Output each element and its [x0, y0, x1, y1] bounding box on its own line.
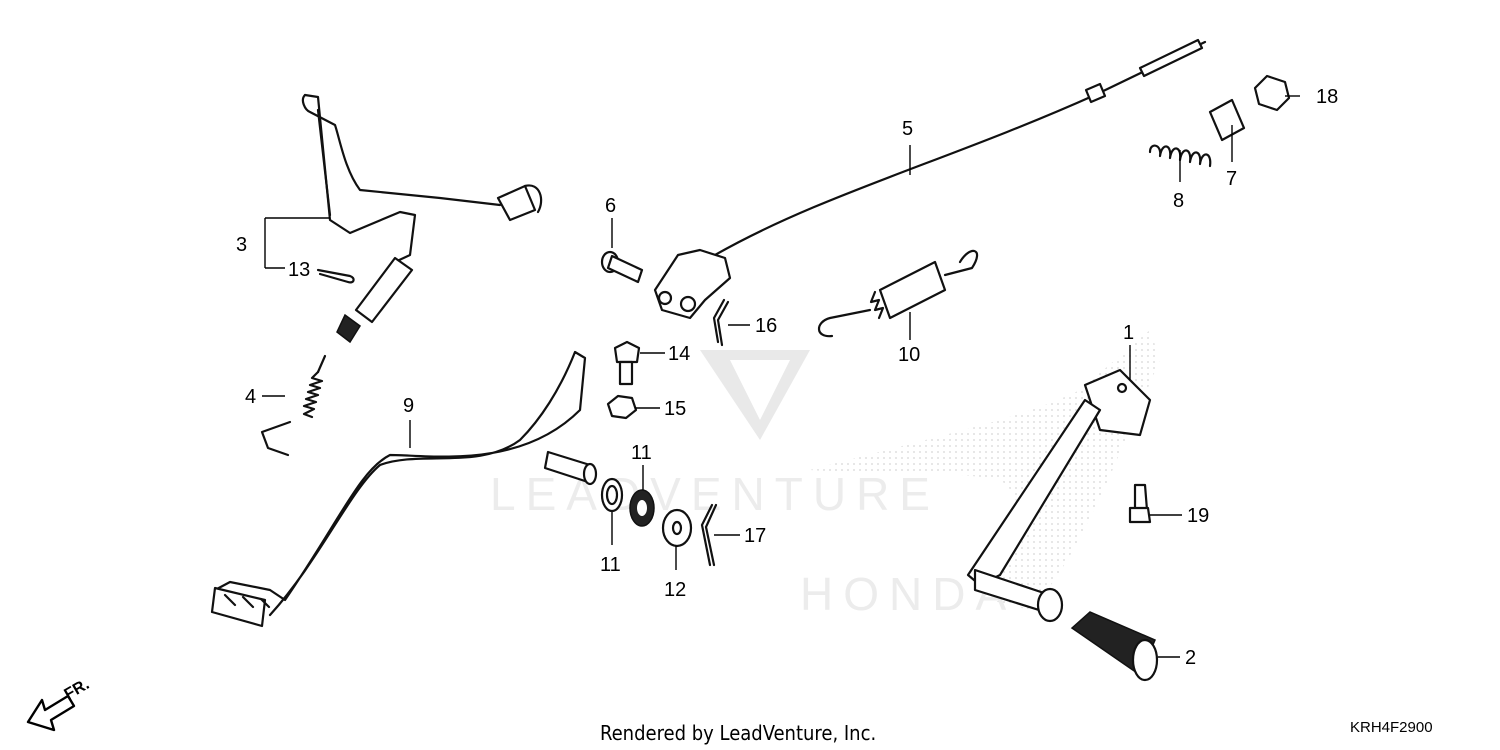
callout-13: 13 [288, 259, 310, 281]
callout-11-top: 11 [631, 442, 652, 464]
part-3-brake-rod [301, 93, 543, 344]
part-5-cable [713, 38, 1207, 257]
callout-3: 3 [236, 234, 247, 256]
part-18-cap-nut [1253, 74, 1291, 112]
part-9-brake-pedal [210, 350, 598, 628]
part-12-washer [661, 508, 693, 548]
callout-4: 4 [245, 386, 256, 408]
callout-19: 19 [1187, 505, 1209, 527]
part-1-gearshift-pedal [966, 368, 1152, 623]
cable-joint [653, 248, 732, 320]
leadventure-logo-watermark [700, 350, 810, 440]
front-arrow-icon [26, 694, 76, 732]
honda-wing-watermark [810, 330, 1160, 610]
part-13-clip [316, 268, 355, 284]
front-direction-indicator: FR. [26, 676, 92, 732]
callout-16: 16 [755, 315, 777, 337]
part-6-pin [600, 250, 644, 284]
callout-9: 9 [403, 395, 414, 417]
callout-18: 18 [1316, 86, 1338, 108]
leader-lines [262, 95, 1300, 658]
callout-17: 17 [744, 525, 766, 547]
part-19-bolt [1128, 483, 1152, 524]
part-14-bolt [613, 340, 641, 386]
callout-15: 15 [664, 398, 686, 420]
part-16-split-pin [712, 298, 730, 347]
callout-7: 7 [1226, 168, 1237, 190]
part-11-seal-a [600, 477, 624, 513]
part-10-spring [817, 250, 979, 338]
callout-10: 10 [898, 344, 920, 366]
callout-14: 14 [668, 343, 690, 365]
callout-5: 5 [902, 118, 913, 140]
part-15-nut [606, 394, 638, 420]
part-4-spring [260, 354, 327, 457]
watermark: HONDA LEADVENTURE [490, 330, 1160, 620]
part-7-joint [1208, 98, 1246, 142]
part-17-split-pin [700, 503, 718, 567]
part-2-pedal-rubber [1070, 611, 1159, 682]
diagram-code: KRH4F2900 [1350, 719, 1433, 736]
callout-8: 8 [1173, 190, 1184, 212]
leadventure-watermark: LEADVENTURE [490, 468, 940, 520]
callout-1: 1 [1123, 322, 1134, 344]
callout-11-bottom: 11 [600, 554, 621, 576]
callout-2: 2 [1185, 647, 1196, 669]
callout-labels: 1 2 3 4 5 6 7 8 9 10 11 11 12 13 14 15 1… [236, 86, 1338, 669]
rendered-by-credit: Rendered by LeadVenture, Inc. [600, 721, 876, 745]
callout-12: 12 [664, 579, 686, 601]
callout-6: 6 [605, 195, 616, 217]
